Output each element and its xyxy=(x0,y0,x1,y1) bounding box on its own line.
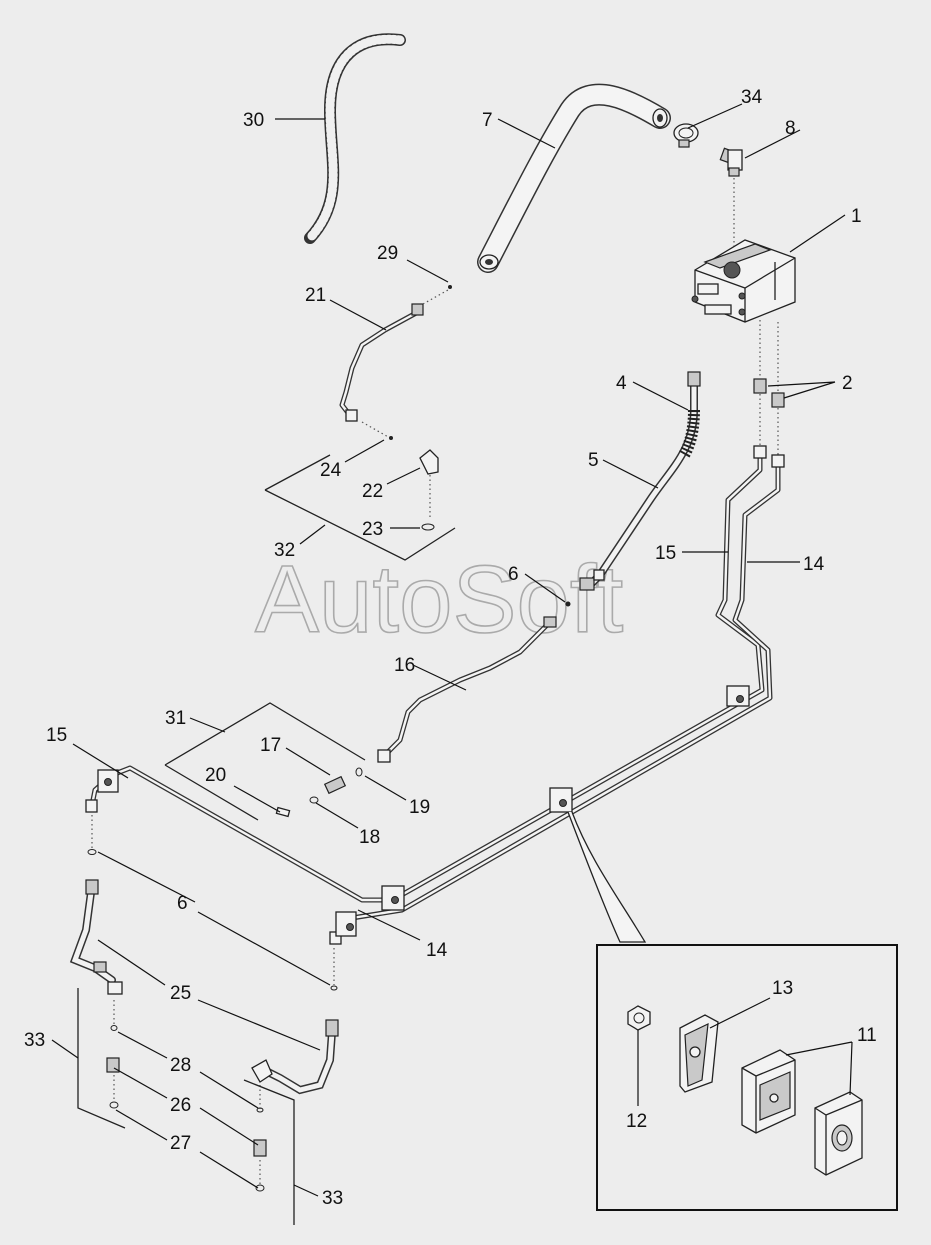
pressure-tubes-part xyxy=(85,445,785,945)
callout-6b: 6 xyxy=(177,893,188,914)
o-ring-part xyxy=(565,601,571,607)
callout-5: 5 xyxy=(588,450,599,471)
callout-18: 18 xyxy=(359,827,380,848)
callout-16: 16 xyxy=(394,655,415,676)
callout-34: 34 xyxy=(741,87,763,108)
callout-6: 6 xyxy=(508,564,519,585)
return-tube-part xyxy=(377,616,557,763)
elbow-part xyxy=(419,449,439,475)
case-drain-hose-part xyxy=(69,879,339,1095)
callout-15b: 15 xyxy=(46,725,67,746)
callout-12: 12 xyxy=(626,1111,647,1132)
callout-25: 25 xyxy=(170,983,191,1004)
callout-labels: 30 7 34 8 1 2 4 5 29 21 24 22 23 32 15 1… xyxy=(24,87,877,1209)
callout-33b: 33 xyxy=(322,1188,343,1209)
watermark: AutoSoft xyxy=(255,546,623,653)
callout-7: 7 xyxy=(482,110,493,131)
hydraulic-pump-part xyxy=(691,239,796,323)
callout-2: 2 xyxy=(842,373,853,394)
callout-32: 32 xyxy=(274,540,295,561)
callout-19: 19 xyxy=(409,797,430,818)
callout-22: 22 xyxy=(362,481,383,502)
kit-outline-32 xyxy=(264,454,456,561)
drain-tube-part xyxy=(339,303,424,422)
leader-lines xyxy=(51,103,853,1197)
kit-outline-31 xyxy=(164,702,366,821)
callout-26: 26 xyxy=(170,1095,191,1116)
callout-30: 30 xyxy=(243,110,264,131)
kit-outline-33b xyxy=(243,1079,295,1225)
elbow-fitting-part xyxy=(719,147,743,177)
callout-15: 15 xyxy=(655,543,676,564)
callout-29: 29 xyxy=(377,243,398,264)
callout-11: 11 xyxy=(857,1025,877,1046)
clamp-detail-inset xyxy=(567,811,898,1211)
fitting-kit-parts xyxy=(275,767,363,818)
callout-13: 13 xyxy=(772,978,793,999)
callout-8: 8 xyxy=(785,118,796,139)
callout-14: 14 xyxy=(803,554,825,575)
callout-33: 33 xyxy=(24,1030,45,1051)
tube-clamps-part xyxy=(97,685,750,937)
pump-fittings-part xyxy=(753,378,785,408)
suction-hose-part xyxy=(477,83,671,273)
callout-31: 31 xyxy=(165,708,186,729)
callout-28: 28 xyxy=(170,1055,191,1076)
callout-1: 1 xyxy=(851,206,862,227)
callout-14b: 14 xyxy=(426,940,448,961)
adapter-part-b xyxy=(253,1139,267,1157)
callout-23: 23 xyxy=(362,519,383,540)
callout-4: 4 xyxy=(616,373,627,394)
hydraulic-hose-part xyxy=(579,371,701,591)
callout-17: 17 xyxy=(260,735,281,756)
callout-27: 27 xyxy=(170,1133,191,1154)
callout-24: 24 xyxy=(320,460,342,481)
callout-21: 21 xyxy=(305,285,326,306)
corrugated-hose-part xyxy=(304,33,406,244)
hose-clamp-part xyxy=(673,123,699,148)
kit-outline-33a xyxy=(77,988,126,1129)
callout-20: 20 xyxy=(205,765,226,786)
